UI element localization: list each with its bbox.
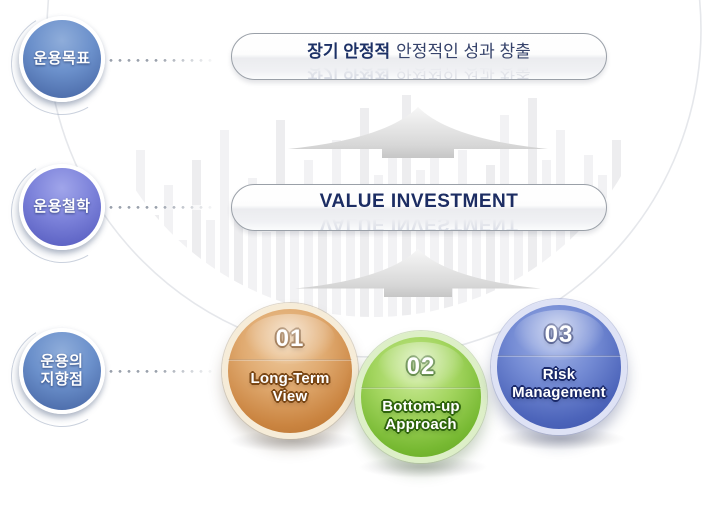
sphere-divider (497, 355, 621, 357)
badge-management-goal: 운용목표 (19, 16, 105, 102)
sphere-risk-management: 03 Risk Management (491, 299, 627, 435)
banner-goal-bold: 장기 안정적 (307, 42, 391, 62)
dotted-connector-goal (109, 58, 215, 63)
dotted-connector-focus (109, 369, 215, 374)
banner-goal-rest: 안정적인 성과 창출 (396, 42, 531, 62)
dotted-connector-philosophy (109, 205, 215, 210)
sphere-label: Long-Term View (250, 370, 330, 405)
up-arrow (295, 248, 541, 298)
sphere-number: 03 (544, 321, 574, 348)
up-arrow (288, 107, 548, 158)
badge-management-philosophy: 운용철학 (19, 164, 105, 250)
sphere-shadow (496, 428, 626, 450)
badge-management-focus: 운용의 지향점 (19, 328, 105, 414)
sphere-shadow (228, 430, 358, 452)
sphere-shadow (358, 456, 488, 478)
banner-value-label: VALUE INVESTMENT (319, 191, 519, 213)
sphere-label: Risk Management (512, 366, 606, 401)
badge-label: 운용의 (40, 352, 84, 370)
sphere-bottom-up-approach: 02 Bottom-up Approach (355, 331, 487, 463)
banner-value-investment: VALUE INVESTMENT VALUE INVESTMENT (231, 184, 607, 231)
sphere-divider (361, 387, 481, 389)
sphere-label: Bottom-up Approach (382, 398, 460, 433)
sphere-number: 01 (275, 325, 305, 352)
badge-label: 운용철학 (33, 197, 91, 215)
sphere-long-term-view: 01 Long-Term View (222, 303, 358, 439)
text-reflection: VALUE INVESTMENT (319, 212, 519, 231)
badge-label: 운용목표 (33, 49, 91, 67)
sphere-divider (228, 359, 352, 361)
sphere-number: 02 (406, 353, 436, 380)
badge-label: 지향점 (40, 371, 84, 388)
banner-value-text: VALUE INVESTMENT VALUE INVESTMENT (319, 191, 519, 231)
